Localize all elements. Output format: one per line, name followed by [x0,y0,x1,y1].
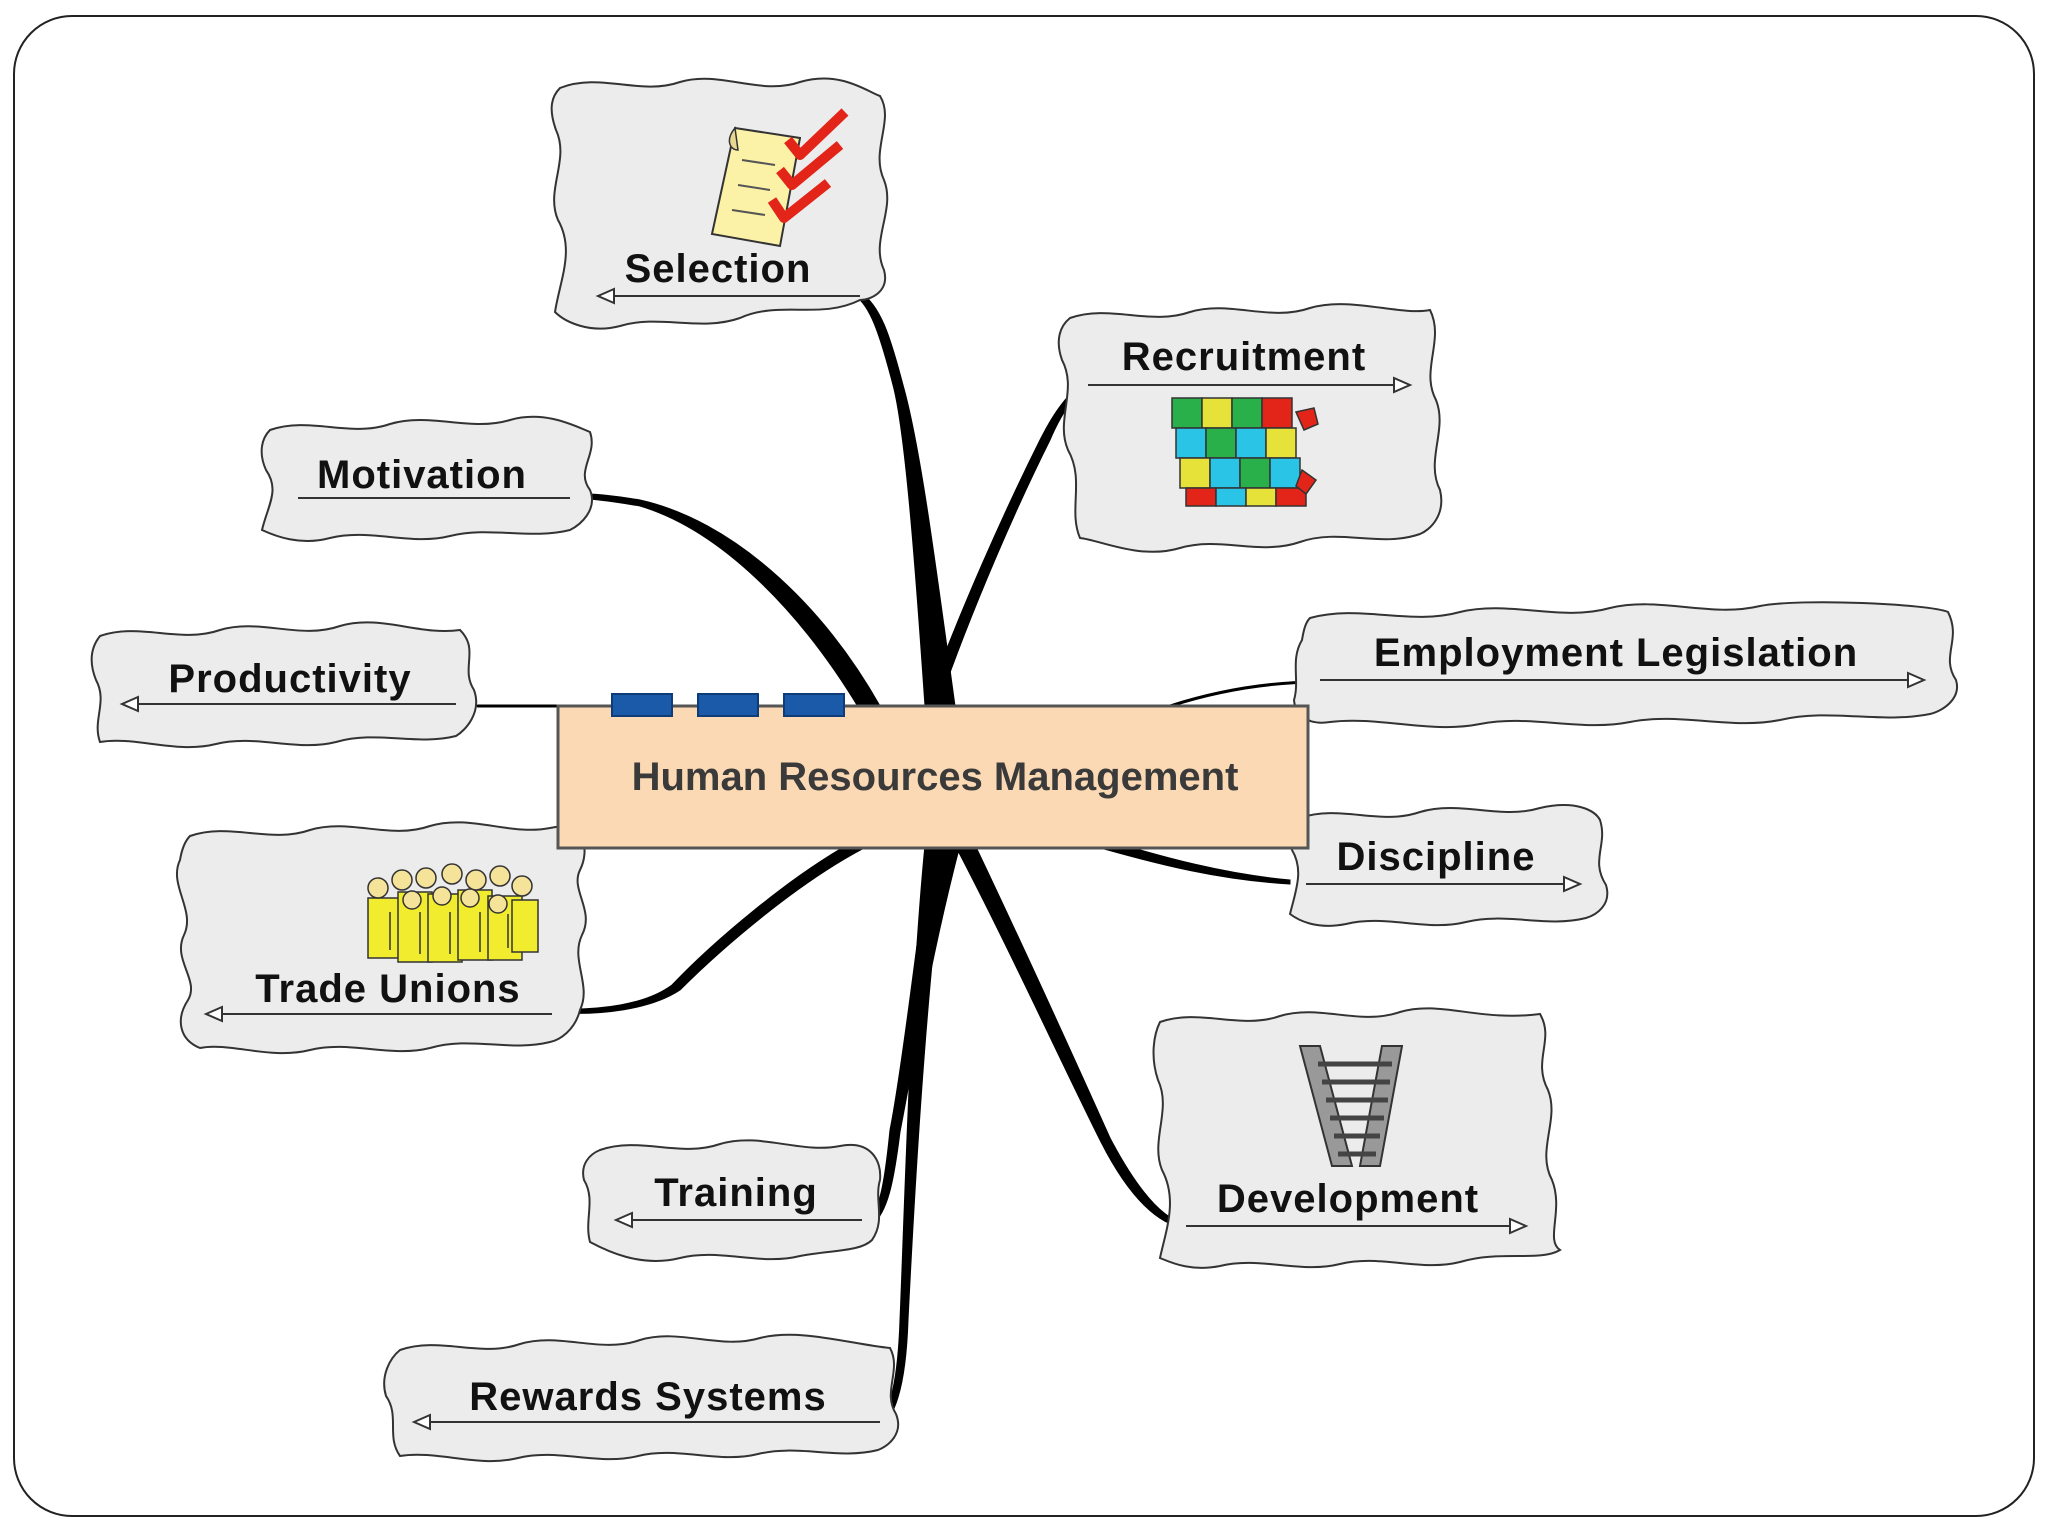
center-tab [784,694,844,716]
topic-label: Employment Legislation [1374,631,1858,675]
node-recruitment[interactable]: Recruitment [1059,304,1442,552]
topic-label: Training [654,1171,818,1215]
topic-label: Development [1217,1177,1479,1221]
topic-label: Selection [625,247,812,291]
node-productivity[interactable]: Productivity [92,622,477,747]
center-label: Human Resources Management [632,755,1239,799]
topic-label: Trade Unions [255,967,520,1011]
node-discipline[interactable]: Discipline [1290,805,1608,926]
node-employment-legislation[interactable]: Employment Legislation [1294,602,1957,727]
node-trade-unions[interactable]: Trade Unions [177,822,586,1053]
topic-label: Recruitment [1122,335,1366,379]
node-development[interactable]: Development [1154,1008,1560,1268]
topic-label: Rewards Systems [469,1375,826,1419]
center-tab [612,694,672,716]
node-rewards-systems[interactable]: Rewards Systems [384,1335,898,1461]
topic-label: Discipline [1337,835,1536,879]
topic-label: Motivation [317,453,527,497]
topic-label: Productivity [168,657,411,701]
center-tab [698,694,758,716]
node-motivation[interactable]: Motivation [262,417,592,541]
node-training[interactable]: Training [583,1140,880,1261]
center-node[interactable]: Human Resources Management [558,694,1308,848]
node-selection[interactable]: Selection [552,78,888,328]
